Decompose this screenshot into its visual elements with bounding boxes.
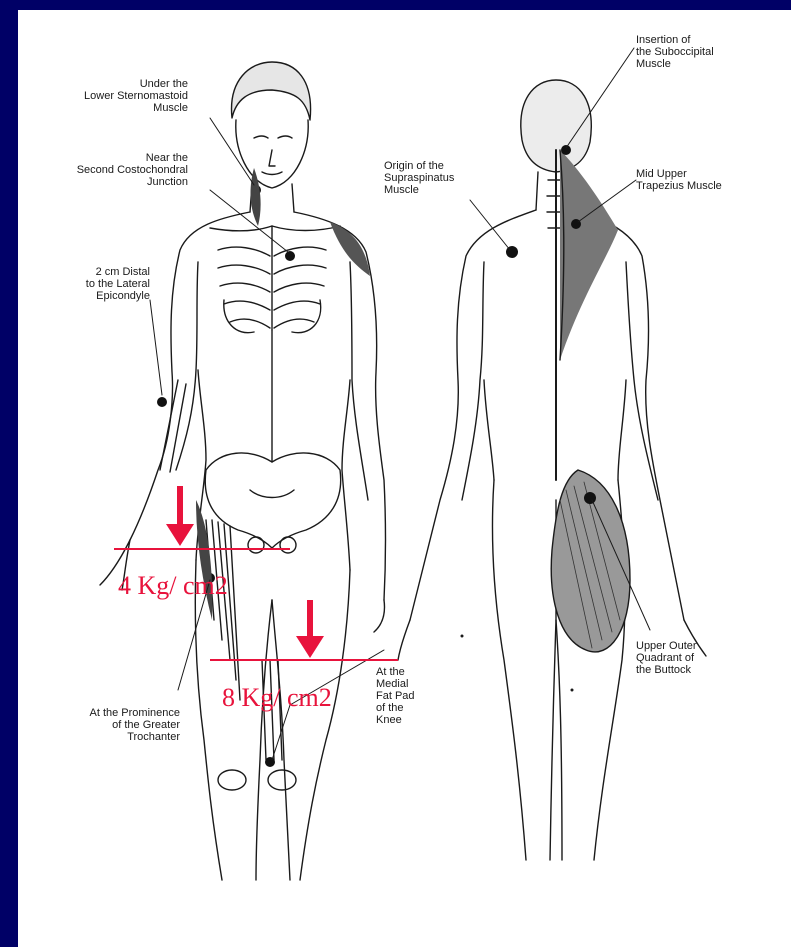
label-sternomastoid: Under the Lower Sternomastoid Muscle [60,78,188,114]
pressure-label-4kg: 4 Kg/ cm2 [118,572,228,600]
label-costochondral: Near the Second Costochondral Junction [44,152,188,188]
label-epicondyle: 2 cm Distal to the Lateral Epicondyle [60,266,150,302]
pressure-label-8kg: 8 Kg/ cm2 [222,684,332,712]
label-trapezius: Mid Upper Trapezius Muscle [636,168,756,192]
label-supraspinatus: Origin of the Supraspinatus Muscle [384,160,484,196]
label-suboccipital: Insertion of the Suboccipital Muscle [636,34,756,70]
front-tender-points [157,185,295,767]
label-buttock: Upper Outer Quadrant of the Buttock [636,640,736,676]
back-body-figure [398,80,706,860]
label-knee: At the Medial Fat Pad of the Knee [376,666,436,726]
label-trochanter: At the Prominence of the Greater Trochan… [60,707,180,743]
